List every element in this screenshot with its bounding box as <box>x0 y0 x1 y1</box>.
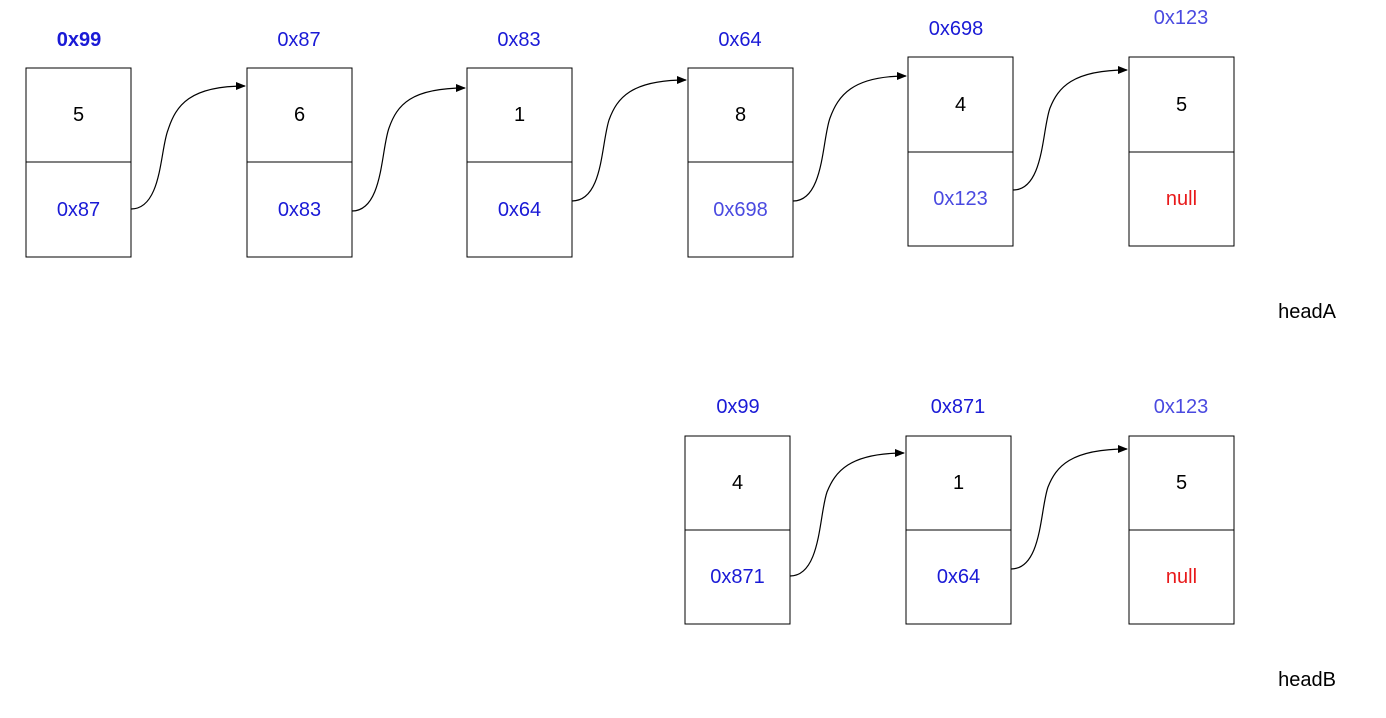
node-next-cell <box>25 161 132 258</box>
node-value: 1 <box>514 104 525 126</box>
node-value-cell <box>25 67 132 163</box>
list-b-node: 0x871 1 0x64 <box>905 396 1012 625</box>
node-address: 0x99 <box>716 396 759 418</box>
node-address: 0x123 <box>1154 7 1209 29</box>
node-value-cell <box>905 435 1012 531</box>
node-value-cell <box>1128 435 1235 531</box>
node-address: 0x698 <box>929 18 984 40</box>
node-value-cell <box>1128 56 1235 153</box>
pointer-arrow <box>792 72 907 202</box>
list-a-node: 0x64 8 0x698 <box>687 29 794 258</box>
list-a: 0x99 5 0x87 0x87 6 0x83 0x83 1 0x64 0x64 <box>25 7 1337 323</box>
node-address: 0x87 <box>277 29 320 51</box>
node-next-cell <box>1128 151 1235 247</box>
head-b-label: headB <box>1278 669 1336 691</box>
node-address: 0x123 <box>1154 396 1209 418</box>
node-next-cell <box>687 161 794 258</box>
node-next-cell <box>246 161 353 258</box>
node-value: 1 <box>953 472 964 494</box>
list-a-node: 0x83 1 0x64 <box>466 29 573 258</box>
node-value-cell <box>466 67 573 163</box>
node-value: 6 <box>294 104 305 126</box>
pointer-arrow <box>571 76 687 202</box>
pointer-arrow <box>351 84 466 212</box>
pointer-arrow <box>1012 66 1128 191</box>
head-a-label: headA <box>1278 301 1336 323</box>
list-b-node: 0x99 4 0x871 <box>684 396 791 625</box>
node-next-null: null <box>1166 566 1197 588</box>
list-a-node: 0x123 5 null <box>1128 7 1235 247</box>
node-next-pointer: 0x87 <box>57 199 100 221</box>
list-b: 0x99 4 0x871 0x871 1 0x64 0x123 5 null h… <box>684 396 1336 691</box>
node-next-pointer: 0x64 <box>937 566 980 588</box>
node-value: 4 <box>732 472 743 494</box>
node-next-pointer: 0x698 <box>713 199 768 221</box>
node-address: 0x64 <box>718 29 761 51</box>
node-next-pointer: 0x64 <box>498 199 541 221</box>
node-next-null: null <box>1166 188 1197 210</box>
node-value-cell <box>684 435 791 531</box>
pointer-arrow <box>1010 445 1128 570</box>
pointer-arrow <box>789 449 905 577</box>
node-value: 5 <box>1176 94 1187 116</box>
list-a-node: 0x87 6 0x83 <box>246 29 353 258</box>
node-next-pointer: 0x83 <box>278 199 321 221</box>
node-next-pointer: 0x871 <box>710 566 765 588</box>
list-b-node: 0x123 5 null <box>1128 396 1235 625</box>
node-address: 0x871 <box>931 396 986 418</box>
node-address: 0x83 <box>497 29 540 51</box>
node-next-cell <box>905 529 1012 625</box>
node-value: 4 <box>955 94 966 116</box>
list-a-node: 0x99 5 0x87 <box>25 29 132 258</box>
node-next-cell <box>1128 529 1235 625</box>
node-value: 8 <box>735 104 746 126</box>
node-next-pointer: 0x123 <box>933 188 988 210</box>
node-value: 5 <box>1176 472 1187 494</box>
pointer-arrow <box>130 82 246 210</box>
node-next-cell <box>466 161 573 258</box>
node-next-cell <box>684 529 791 625</box>
node-value: 5 <box>73 104 84 126</box>
node-address: 0x99 <box>57 29 102 51</box>
node-next-cell <box>907 151 1014 247</box>
list-a-node: 0x698 4 0x123 <box>907 18 1014 247</box>
node-value-cell <box>246 67 353 163</box>
